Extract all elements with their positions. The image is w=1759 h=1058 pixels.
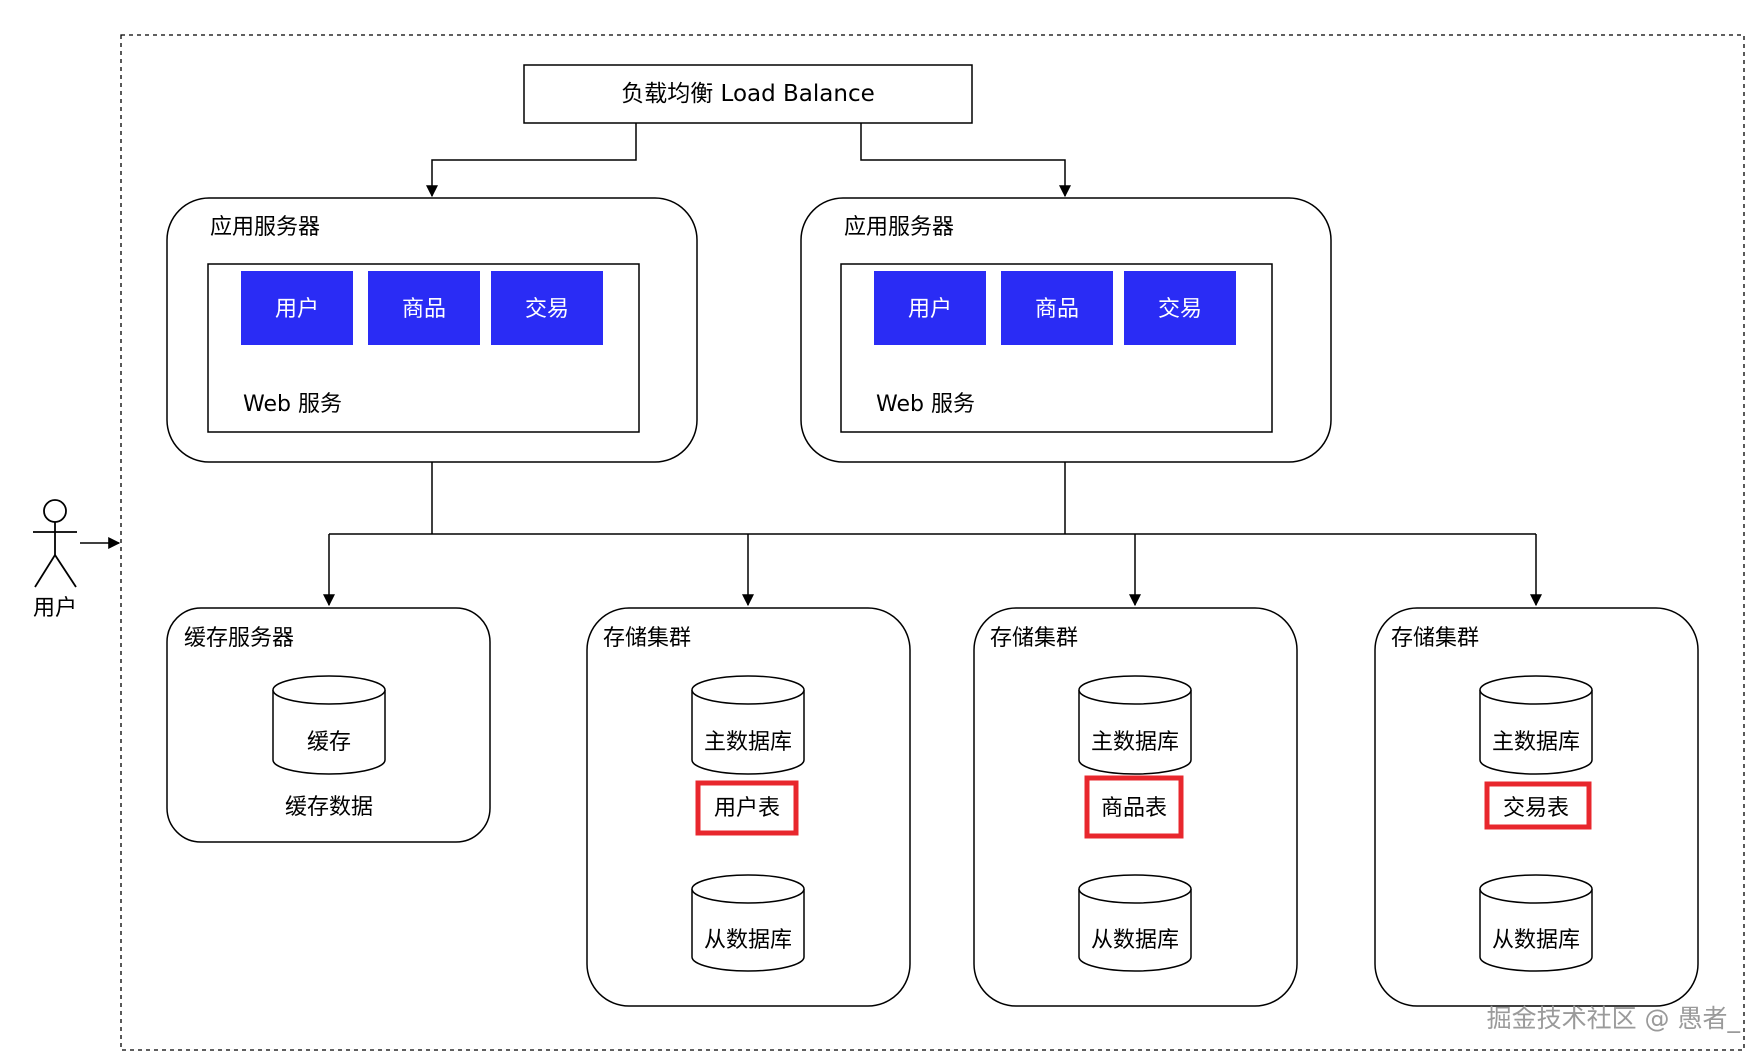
connector-lb-app-2 bbox=[860, 123, 1071, 198]
app-server-2: 应用服务器 用户 商品 交易 Web 服务 bbox=[800, 197, 1332, 463]
module-product-label: 商品 bbox=[402, 297, 446, 322]
module-product bbox=[1001, 271, 1113, 345]
module-trade-label: 交易 bbox=[525, 297, 569, 322]
master-database-icon bbox=[1078, 675, 1192, 775]
cache-db-label: 缓存 bbox=[307, 730, 351, 755]
slave-database-icon bbox=[1078, 874, 1192, 972]
slave-database-icon bbox=[691, 874, 805, 972]
cache-database-icon bbox=[272, 675, 386, 775]
master-database-icon bbox=[691, 675, 805, 775]
table-label: 商品表 bbox=[1101, 796, 1167, 821]
app-server-title: 应用服务器 bbox=[210, 215, 320, 240]
cache-caption: 缓存数据 bbox=[285, 795, 373, 820]
cache-server-title: 缓存服务器 bbox=[184, 626, 294, 651]
connector-lb-app-1 bbox=[426, 123, 637, 198]
slave-db-label: 从数据库 bbox=[704, 928, 792, 953]
storage-cluster-3: 存储集群 主数据库 交易表 从数据库 bbox=[1374, 607, 1699, 1007]
storage-cluster-title: 存储集群 bbox=[990, 626, 1078, 651]
slave-database-icon bbox=[1479, 874, 1593, 972]
slave-db-label: 从数据库 bbox=[1492, 928, 1580, 953]
module-user bbox=[241, 271, 353, 345]
module-product-label: 商品 bbox=[1035, 297, 1079, 322]
load-balancer-box bbox=[523, 64, 973, 124]
storage-cluster-title: 存储集群 bbox=[603, 626, 691, 651]
slave-db-label: 从数据库 bbox=[1091, 928, 1179, 953]
module-product bbox=[368, 271, 480, 345]
master-db-label: 主数据库 bbox=[1492, 730, 1580, 755]
actor-head-icon bbox=[43, 499, 67, 523]
table-label: 用户表 bbox=[714, 796, 780, 821]
actor-label: 用户 bbox=[33, 596, 77, 621]
module-trade bbox=[1124, 271, 1236, 345]
storage-cluster-1: 存储集群 主数据库 用户表 从数据库 bbox=[586, 607, 911, 1007]
load-balancer-label: 负载均衡 Load Balance bbox=[621, 81, 875, 107]
app-server-1: 应用服务器 用户 商品 交易 Web 服务 bbox=[166, 197, 698, 463]
table-highlight bbox=[1084, 775, 1184, 839]
app-server-title: 应用服务器 bbox=[844, 215, 954, 240]
web-service-label: Web 服务 bbox=[243, 392, 342, 417]
module-user-label: 用户 bbox=[275, 297, 319, 322]
table-highlight bbox=[1484, 781, 1592, 830]
web-service-label: Web 服务 bbox=[876, 392, 975, 417]
table-highlight bbox=[695, 780, 799, 836]
module-user-label: 用户 bbox=[908, 297, 952, 322]
cache-server: 缓存服务器 缓存 缓存数据 bbox=[166, 607, 491, 843]
storage-cluster-2: 存储集群 主数据库 商品表 从数据库 bbox=[973, 607, 1298, 1007]
master-db-label: 主数据库 bbox=[1091, 730, 1179, 755]
load-balancer: 负载均衡 Load Balance bbox=[523, 64, 973, 124]
storage-cluster-title: 存储集群 bbox=[1391, 626, 1479, 651]
module-trade-label: 交易 bbox=[1158, 297, 1202, 322]
table-label: 交易表 bbox=[1503, 796, 1569, 821]
master-database-icon bbox=[1479, 675, 1593, 775]
module-trade bbox=[491, 271, 603, 345]
master-db-label: 主数据库 bbox=[704, 730, 792, 755]
user-actor: 用户 bbox=[33, 499, 77, 621]
watermark: 掘金技术社区 @ 愚者_ bbox=[1487, 1004, 1741, 1033]
module-user bbox=[874, 271, 986, 345]
system-boundary bbox=[120, 34, 1745, 1051]
